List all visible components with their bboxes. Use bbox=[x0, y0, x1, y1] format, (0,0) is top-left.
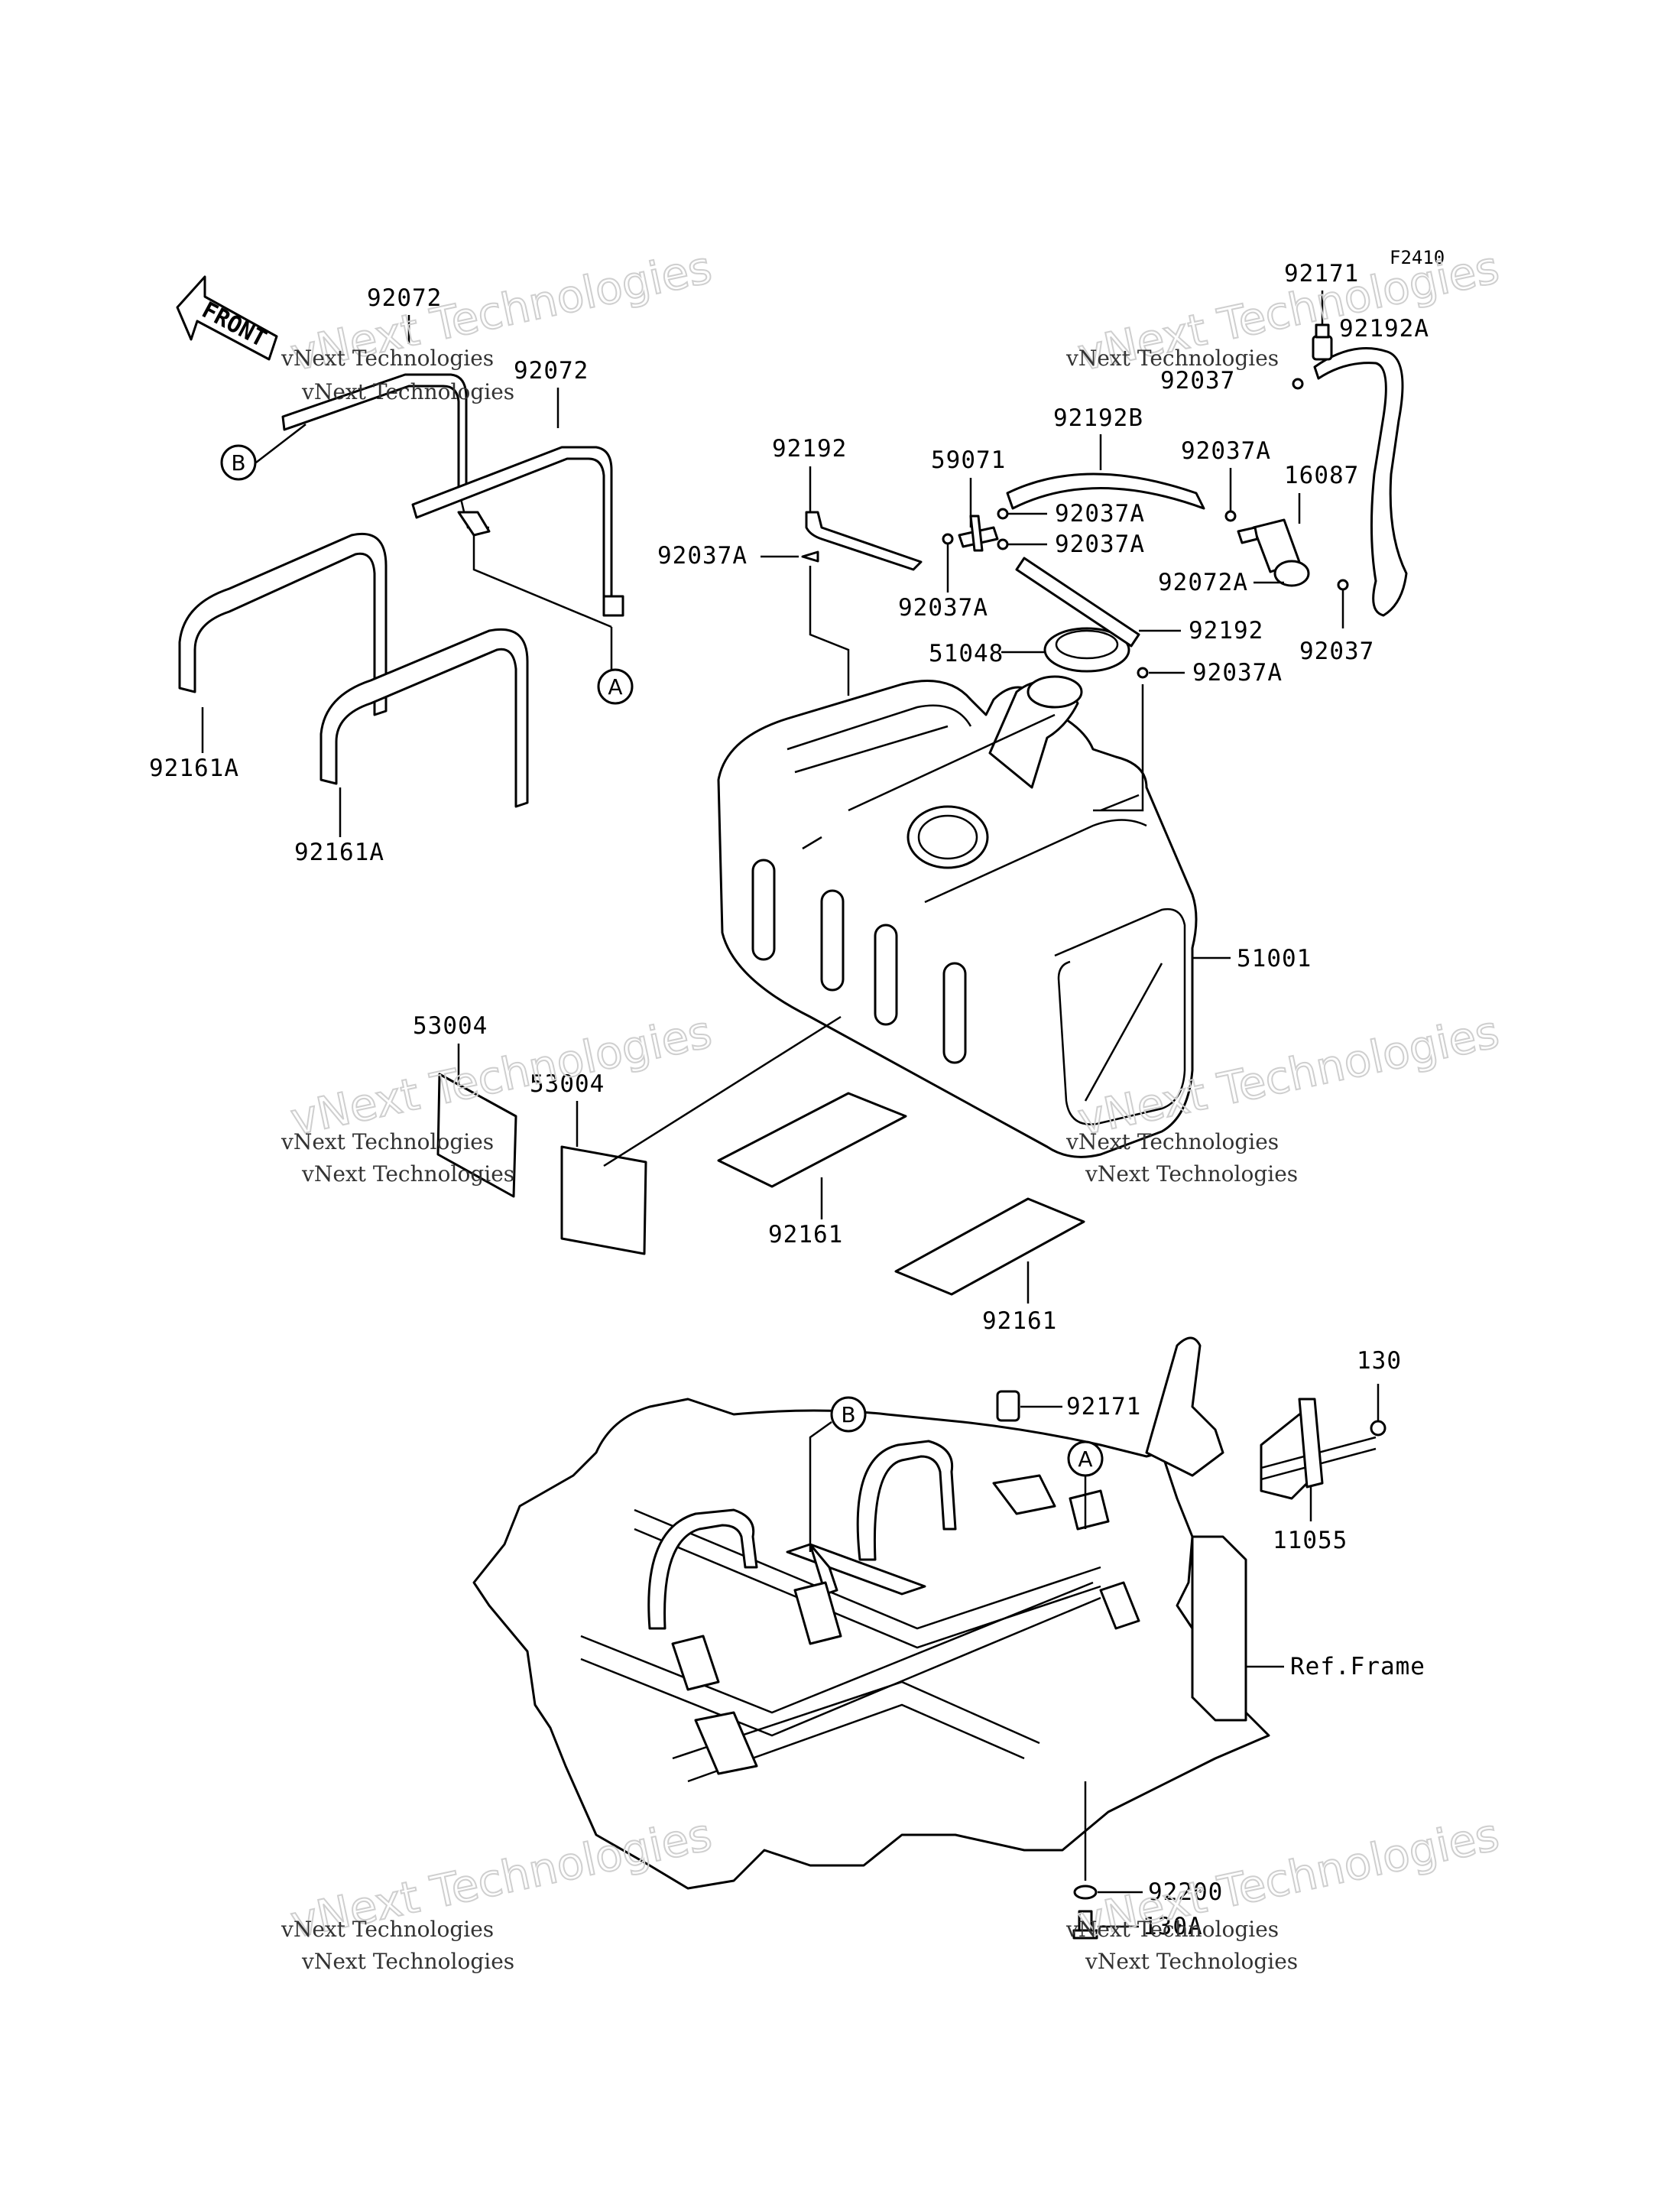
callout-a-top: A bbox=[597, 668, 634, 705]
callout-b-frame: B bbox=[809, 1396, 867, 1552]
filter-16087 bbox=[1237, 518, 1310, 587]
leader-a-top bbox=[472, 535, 612, 628]
label-92171-bottom: 92171 bbox=[1066, 1393, 1141, 1420]
hose-92192B bbox=[1006, 472, 1205, 510]
front-arrow: FRONT bbox=[176, 275, 278, 361]
svg-text:A: A bbox=[608, 674, 622, 700]
callout-b-top: B bbox=[220, 424, 306, 481]
clamp-92037A-a bbox=[997, 508, 1009, 520]
fuel-cap-51048 bbox=[1043, 627, 1130, 673]
clamp-92037A-left bbox=[801, 550, 819, 563]
svg-text:vNext Technologies: vNext Technologies bbox=[1065, 346, 1279, 371]
svg-text:vNext Technologies: vNext Technologies bbox=[1065, 1129, 1279, 1154]
clamp-92037A-e bbox=[1137, 667, 1149, 679]
svg-text:vNext Technologies: vNext Technologies bbox=[301, 1161, 514, 1187]
label-92161A-left: 92161A bbox=[149, 755, 239, 782]
pad-92161A-left bbox=[178, 532, 388, 716]
svg-text:vNext Technologies: vNext Technologies bbox=[281, 1129, 494, 1154]
washer-92200 bbox=[1073, 1885, 1098, 1900]
label-92037: 92037 bbox=[1299, 638, 1374, 665]
clamp-92037A-b bbox=[997, 538, 1009, 550]
joint-59071 bbox=[958, 515, 999, 552]
hose-92192-right bbox=[1015, 557, 1140, 648]
clamp-92037-top bbox=[1292, 378, 1304, 390]
vehicle-frame bbox=[472, 1336, 1377, 1890]
label-92072-mid: 92072 bbox=[514, 357, 589, 385]
label-92072-top: 92072 bbox=[367, 284, 442, 312]
label-92037A-d: 92037A bbox=[1181, 437, 1271, 465]
hose-92192A bbox=[1313, 347, 1408, 617]
label-51048: 51048 bbox=[929, 640, 1004, 667]
figure-code: F2410 bbox=[1390, 247, 1445, 268]
svg-text:vNext Technologies: vNext Technologies bbox=[281, 1917, 494, 1942]
bolt-130A bbox=[1072, 1910, 1098, 1940]
label-92037A-b: 92037A bbox=[1055, 531, 1145, 558]
svg-text:vNext Technologies: vNext Technologies bbox=[1065, 1917, 1279, 1942]
fuel-tank-51001 bbox=[717, 675, 1198, 1158]
label-92192-left: 92192 bbox=[772, 435, 847, 463]
label-92037A-a: 92037A bbox=[1055, 500, 1145, 528]
label-53004-left: 53004 bbox=[413, 1012, 488, 1040]
svg-text:vNext Technologies: vNext Technologies bbox=[301, 1949, 514, 1974]
svg-text:B: B bbox=[841, 1402, 855, 1427]
hose-92192-left bbox=[805, 511, 923, 571]
ref-frame-label: Ref.Frame bbox=[1290, 1653, 1425, 1680]
clamp-92037A-d bbox=[1224, 510, 1237, 522]
label-92072A: 92072A bbox=[1158, 569, 1248, 596]
label-92037-top: 92037 bbox=[1160, 367, 1235, 394]
svg-text:A: A bbox=[1078, 1446, 1092, 1472]
front-label: FRONT bbox=[197, 297, 271, 352]
svg-text:vNext Technologies: vNext Technologies bbox=[1085, 1161, 1298, 1187]
clamp-92037A-c bbox=[942, 533, 954, 545]
sticker-53004-right bbox=[560, 1145, 647, 1255]
svg-text:vNext Technologies: vNext Technologies bbox=[1085, 1949, 1298, 1974]
label-130: 130 bbox=[1357, 1347, 1402, 1375]
label-92161-left: 92161 bbox=[768, 1221, 843, 1248]
label-92161A-right: 92161A bbox=[294, 839, 384, 866]
bracket-92072-lower bbox=[411, 446, 624, 617]
label-92192B: 92192B bbox=[1053, 404, 1143, 432]
label-59071: 59071 bbox=[931, 446, 1006, 474]
pad-92161-right bbox=[894, 1197, 1085, 1296]
svg-text:B: B bbox=[231, 450, 245, 476]
callout-a-frame: A bbox=[1067, 1440, 1104, 1529]
valve-92171-bottom bbox=[996, 1390, 1020, 1422]
svg-text:vNext Technologies: vNext Technologies bbox=[301, 379, 514, 404]
label-92192-right: 92192 bbox=[1189, 617, 1263, 644]
sticker-53004-left bbox=[436, 1073, 517, 1198]
label-16087: 16087 bbox=[1284, 462, 1359, 489]
label-92161-right: 92161 bbox=[982, 1307, 1057, 1335]
label-92037A-left: 92037A bbox=[657, 542, 748, 570]
label-92037A-c: 92037A bbox=[898, 594, 988, 622]
watermark-text: vNext Technologies bbox=[281, 346, 494, 371]
label-130A: 130A bbox=[1143, 1913, 1203, 1940]
label-11055: 11055 bbox=[1273, 1527, 1348, 1554]
label-92200: 92200 bbox=[1148, 1878, 1223, 1906]
clamp-92037 bbox=[1337, 579, 1349, 591]
pad-92161A-right bbox=[319, 628, 529, 808]
label-53004-right: 53004 bbox=[530, 1070, 605, 1098]
bolt-130 bbox=[1370, 1420, 1386, 1437]
label-51001: 51001 bbox=[1237, 945, 1312, 972]
valve-92171-top bbox=[1312, 323, 1333, 361]
label-92192A: 92192A bbox=[1339, 315, 1429, 343]
bracket-11055 bbox=[1298, 1398, 1324, 1489]
pad-92161-left bbox=[717, 1092, 907, 1188]
label-92037A-e: 92037A bbox=[1192, 659, 1283, 687]
label-92171-top: 92171 bbox=[1284, 260, 1359, 287]
